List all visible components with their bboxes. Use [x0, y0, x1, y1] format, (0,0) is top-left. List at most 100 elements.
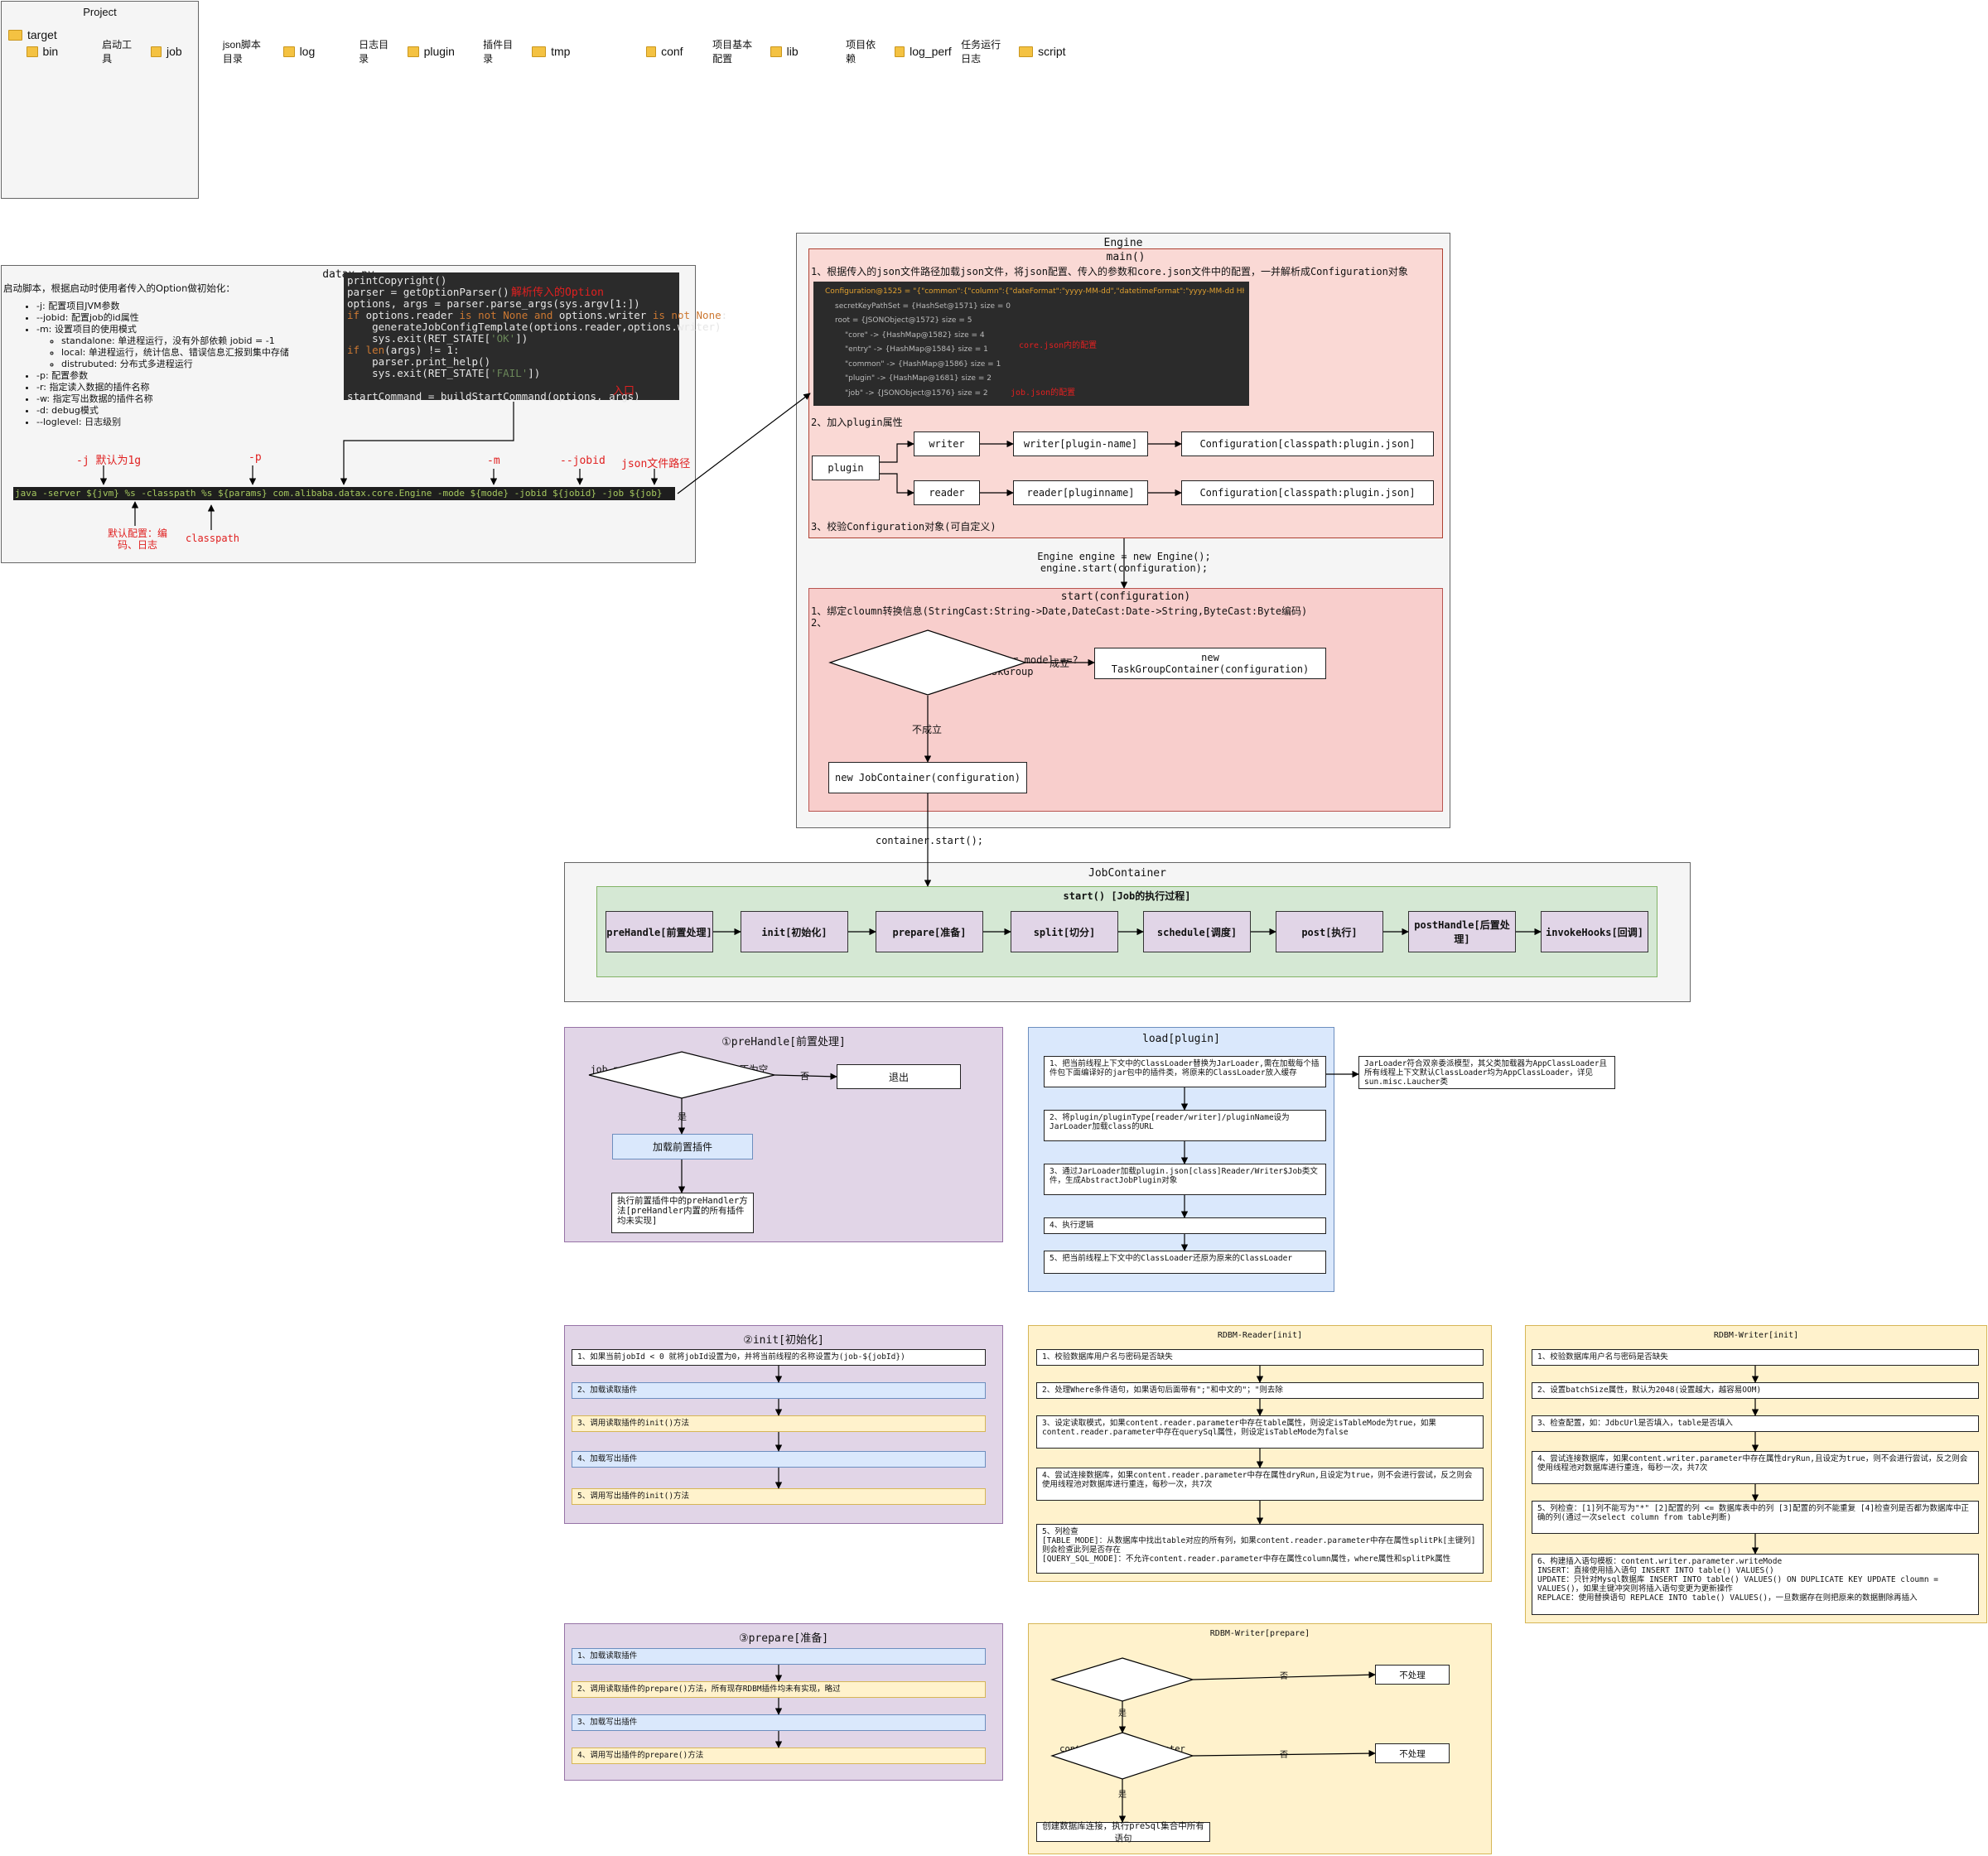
label-jvm: -j 默认为1g [76, 455, 142, 467]
engine-code1: Engine engine = new Engine(); [1037, 551, 1211, 562]
debug-line[interactable]: "core" -> {HashMap@1582} size = 4 [845, 330, 985, 340]
writer-init-step-5[interactable]: 5、列检查：[1]列不能写为"*" [2]配置的列 <= 数据库表中的列 [3]… [1532, 1501, 1979, 1534]
writer-init-step-4[interactable]: 4、尝试连接数据库，如果content.writer.parameter中存在属… [1532, 1451, 1979, 1484]
writer-conf-node[interactable]: Configuration[classpath:plugin.json] [1181, 431, 1434, 456]
job-step-6[interactable]: post[执行] [1276, 911, 1383, 952]
reader-init-step-3[interactable]: 3、设定读取模式，如果content.reader.parameter中存在ta… [1036, 1415, 1484, 1449]
prepare-title: ③prepare[准备] [738, 1632, 829, 1645]
jobcontainer-node[interactable]: new JobContainer(configuration) [828, 762, 1027, 793]
load-step-4[interactable]: 4、执行逻辑 [1044, 1217, 1326, 1234]
start-step1: 1、绑定cloumn转换信息(StringCast:String->Date,D… [811, 605, 1308, 617]
tree-item-name: log_perf [910, 45, 952, 58]
debug-note-core: core.json内的配置 [1019, 341, 1098, 350]
tree-item-lib[interactable]: lib 项目依赖 [752, 39, 876, 65]
code-line: if len(args) != 1: [347, 344, 460, 356]
mode-item: standalone: 单进程运行，没有外部依赖 jobid = -1 [61, 335, 275, 346]
debug-line[interactable]: "entry" -> {HashMap@1584} size = 1 [845, 345, 988, 354]
debug-line[interactable]: "common" -> {HashMap@1586} size = 1 [845, 359, 1001, 369]
debug-line[interactable]: root = {JSONObject@1572} size = 5 [835, 316, 972, 325]
writer-node[interactable]: writer [914, 431, 980, 456]
note-entry: 入口 [613, 385, 635, 398]
main-title: main() [1106, 251, 1146, 263]
wp-yes1: 是 [1118, 1709, 1127, 1719]
mode-item: local: 单进程运行，统计信息、错误信息汇报到集中存储 [61, 347, 289, 358]
tree-item-script[interactable]: script [1001, 43, 1115, 60]
wp-yes2: 是 [1118, 1791, 1127, 1800]
code-line: parser.print_help() [347, 355, 491, 368]
tree-item-tmp[interactable]: tmp [514, 43, 628, 60]
tree-item-name: lib [786, 45, 799, 58]
command-line: java -server ${jvm} %s -classpath %s ${p… [13, 487, 675, 500]
load-step-2[interactable]: 2、将plugin/pluginType[reader/writer]/plug… [1044, 1110, 1326, 1141]
prepare-step-4[interactable]: 4、调用写出插件的prepare()方法 [572, 1748, 986, 1764]
wp-final[interactable]: 创建数据库连接，执行preSql集合中所有语句 [1036, 1821, 1210, 1844]
load-step-3[interactable]: 3、通过JarLoader加载plugin.json[class]Reader/… [1044, 1164, 1326, 1195]
prehandle-exec[interactable]: 执行前置插件中的preHandler方法[preHandler内置的所有插件均未… [611, 1193, 754, 1233]
jarloader-note: JarLoader符合双亲委派模型，其父类加载器为AppClassLoader且… [1358, 1056, 1615, 1089]
job-step-3[interactable]: prepare[准备] [876, 911, 983, 952]
job-step-8[interactable]: invokeHooks[回调] [1541, 911, 1648, 952]
reader-node[interactable]: reader [914, 480, 980, 505]
taskgroup-node[interactable]: new TaskGroupContainer(configuration) [1094, 648, 1326, 679]
label-mode: -m [487, 455, 500, 467]
plugin-node[interactable]: plugin [812, 456, 880, 480]
wp-skip1[interactable]: 不处理 [1375, 1665, 1450, 1685]
tree-item-name: bin [42, 45, 59, 58]
reader-conf-node[interactable]: Configuration[classpath:plugin.json] [1181, 480, 1434, 505]
option-item: -j: 配置项目JVM参数 [36, 301, 120, 311]
code-line: printCopyright() [347, 274, 447, 287]
wp-diamond2-label: content.writer.parameter .preSql.length … [1059, 1744, 1185, 1764]
tree-root[interactable]: target [8, 27, 195, 43]
tree-item-desc: 项目依赖 [846, 39, 876, 65]
writer-name-node[interactable]: writer[plugin-name] [1013, 431, 1148, 456]
job-step-2[interactable]: init[初始化] [741, 911, 848, 952]
init-step-2[interactable]: 2、加载读取插件 [572, 1382, 986, 1399]
debug-line[interactable]: "plugin" -> {HashMap@1681} size = 2 [845, 374, 992, 383]
job-step-5[interactable]: schedule[调度] [1143, 911, 1251, 952]
writer-init-step-2[interactable]: 2、设置batchSize属性，默认为2048(设置越大，越容易OOM) [1532, 1382, 1979, 1399]
init-step-4[interactable]: 4、加载写出插件 [572, 1451, 986, 1468]
init-step-1[interactable]: 1、如果当前jobId < 0 就将jobId设置为0，并将当前线程的名称设置为… [572, 1349, 986, 1366]
tree-item-name: tmp [551, 45, 571, 58]
load-step-1[interactable]: 1、把当前线程上下文中的ClassLoader替换为JarLoader,需在加载… [1044, 1056, 1326, 1087]
folder-icon [895, 46, 905, 57]
option-item: -r: 指定读入数据的插件名称 [36, 382, 150, 393]
debug-line[interactable]: Configuration@1525 = "{"common":{"column… [825, 287, 1244, 296]
prepare-step-3[interactable]: 3、加载写出插件 [572, 1714, 986, 1731]
tree-item-desc: 启动工具 [102, 39, 133, 65]
job-step-7[interactable]: postHandle[后置处理] [1408, 911, 1516, 952]
code-line: startCommand = buildStartCommand(options… [347, 390, 640, 403]
reader-name-node[interactable]: reader[pluginname] [1013, 480, 1148, 505]
prehandle-exit[interactable]: 退出 [837, 1064, 961, 1089]
code-line: sys.exit(RET_STATE['FAIL']) [347, 367, 541, 379]
prepare-step-1[interactable]: 1、加载读取插件 [572, 1648, 986, 1665]
folder-icon [646, 46, 657, 57]
code-line: generateJobConfigTemplate(options.reader… [347, 321, 721, 333]
tree-item-bin[interactable]: bin 启动工具 [8, 39, 133, 65]
option-item: --jobid: 配置job的id属性 [36, 312, 139, 323]
writer-init-step-6[interactable]: 6、构建插入语句模板：content.writer.parameter.writ… [1532, 1554, 1979, 1615]
job-step-1[interactable]: preHandle[前置处理] [606, 911, 713, 952]
option-item: -d: debug模式 [36, 405, 99, 416]
wp-skip2[interactable]: 不处理 [1375, 1743, 1450, 1763]
prepare-step-2[interactable]: 2、调用读取插件的prepare()方法，所有现存RDBM插件均未有实现，略过 [572, 1681, 986, 1698]
reader-init-step-5[interactable]: 5、列检查 [TABLE_MODE]：从数据库中找出table对应的所有列，如果… [1036, 1524, 1484, 1574]
init-step-5[interactable]: 5、调用写出插件的init()方法 [572, 1488, 986, 1505]
reader-init-step-4[interactable]: 4、尝试连接数据库，如果content.reader.parameter中存在属… [1036, 1468, 1484, 1501]
reader-init-step-1[interactable]: 1、校验数据库用户名与密码是否缺失 [1036, 1349, 1484, 1366]
load-step-5[interactable]: 5、把当前线程上下文中的ClassLoader还原为原来的ClassLoader [1044, 1251, 1326, 1274]
writer-init-step-3[interactable]: 3、检查配置，如：JdbcUrl是否填入，table是否填入 [1532, 1415, 1979, 1432]
debug-line[interactable]: "job" -> {JSONObject@1576} size = 2 [845, 388, 988, 398]
job-step-4[interactable]: split[切分] [1011, 911, 1118, 952]
init-step-3[interactable]: 3、调用读取插件的init()方法 [572, 1415, 986, 1432]
debug-line[interactable]: secretKeyPathSet = {HashSet@1571} size =… [835, 301, 1011, 311]
code-line: options, args = parser.parse_args(sys.ar… [347, 297, 640, 310]
prehandle-load[interactable]: 加载前置插件 [612, 1134, 753, 1159]
reader-init-step-2[interactable]: 2、处理Where条件语句，如果语句后面带有";"和中文的"；"则去除 [1036, 1382, 1484, 1399]
writer-init-step-1[interactable]: 1、校验数据库用户名与密码是否缺失 [1532, 1349, 1979, 1366]
